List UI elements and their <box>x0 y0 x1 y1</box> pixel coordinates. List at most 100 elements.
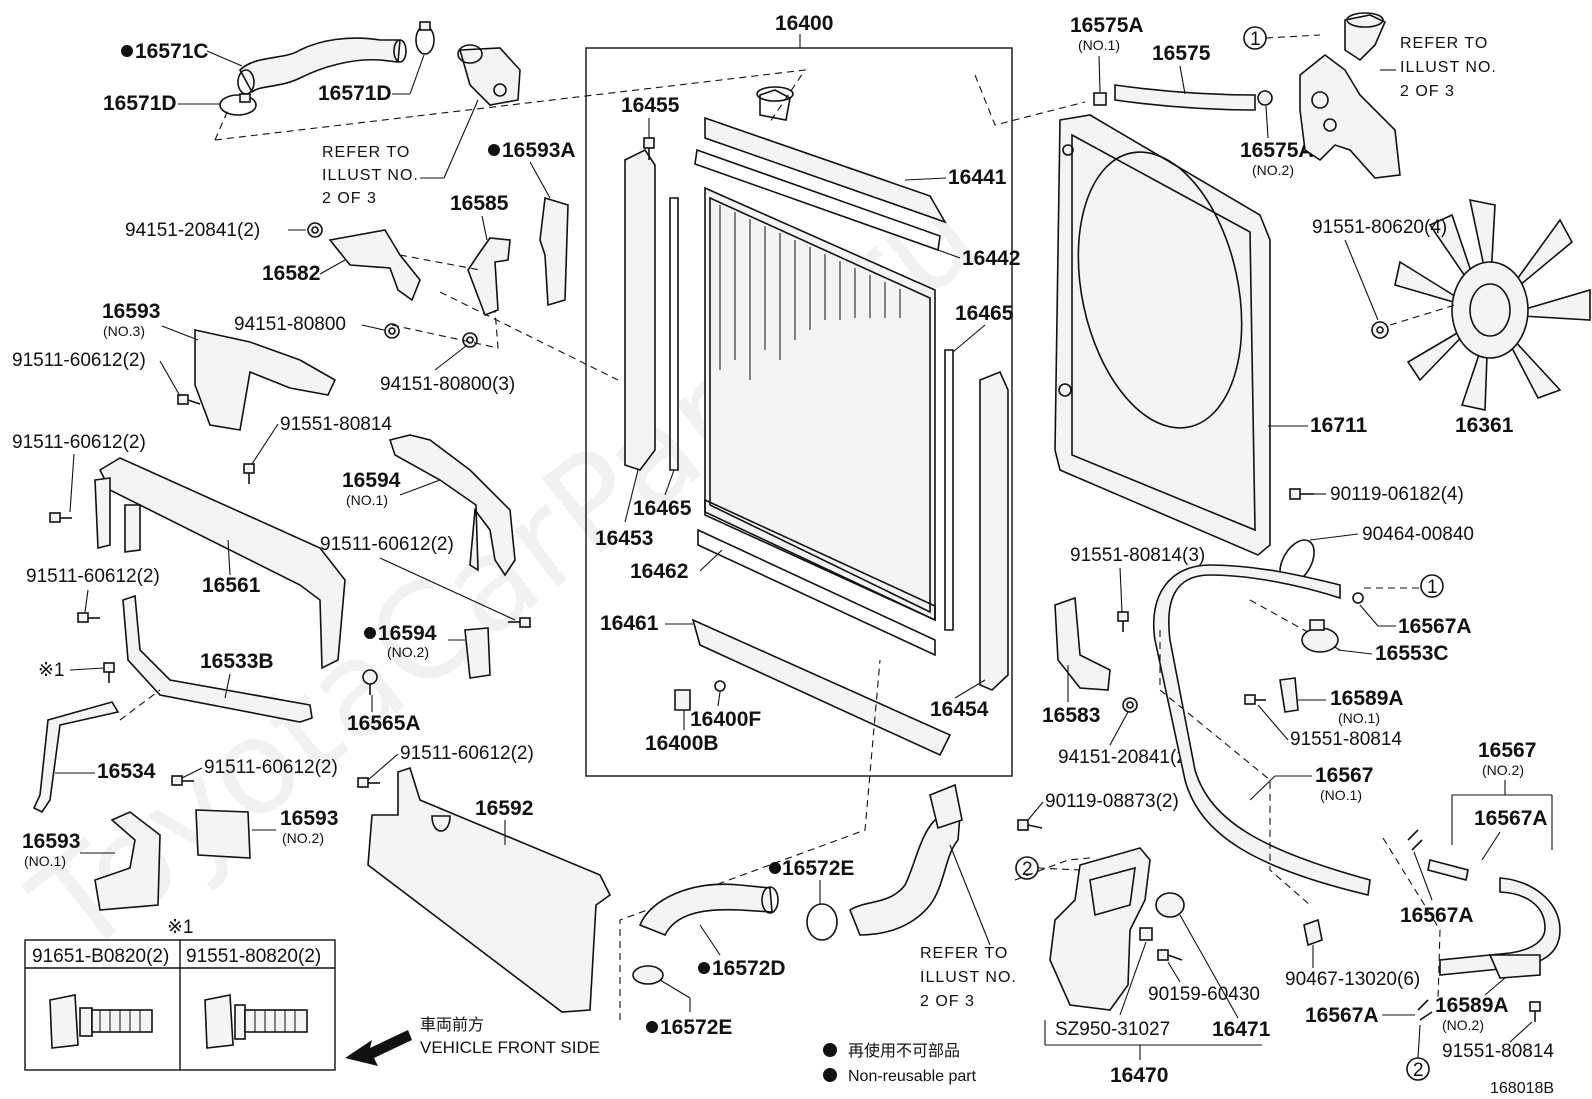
label-91551-80814-a[interactable]: 91551-80814 <box>280 414 392 435</box>
bolt-91511-60612-e <box>171 775 194 786</box>
water-inlet-housing <box>1299 12 1401 179</box>
nut-94151-20841 <box>307 222 323 238</box>
label-16567-no2[interactable]: 16567 <box>1478 739 1536 762</box>
label-16400[interactable]: 16400 <box>775 12 833 35</box>
label-16575A-no2[interactable]: 16575A <box>1240 139 1314 162</box>
label-16593A[interactable]: 16593A <box>502 139 576 162</box>
label-16711[interactable]: 16711 <box>1310 414 1368 437</box>
label-16571D-left[interactable]: 16571D <box>103 92 177 115</box>
label-16567A-c[interactable]: 16567A <box>1400 904 1474 927</box>
label-16461[interactable]: 16461 <box>600 612 659 635</box>
flange-bolt-icon-1 <box>49 994 153 1049</box>
label-16572E-top[interactable]: 16572E <box>782 857 854 880</box>
clip-16567A-a <box>1352 592 1364 604</box>
label-16589A-no1[interactable]: 16589A <box>1330 687 1404 710</box>
label-16593-no3[interactable]: 16593 <box>102 300 160 323</box>
label-90159-60430[interactable]: 90159-60430 <box>1148 984 1260 1005</box>
label-94151-20841-2-b[interactable]: 94151-20841(2) <box>1058 747 1193 768</box>
label-91551-80620-4[interactable]: 91551-80620(4) <box>1312 217 1447 238</box>
label-no2-b: (NO.2) <box>282 830 324 846</box>
label-16589A-no2[interactable]: 16589A <box>1435 994 1509 1017</box>
label-16455[interactable]: 16455 <box>621 94 680 117</box>
label-16572D[interactable]: 16572D <box>712 957 786 980</box>
label-91511-60612-2-b[interactable]: 91511-60612(2) <box>12 432 146 453</box>
clip-16565A <box>362 669 378 695</box>
label-16567A-a[interactable]: 16567A <box>1398 615 1472 638</box>
label-16575[interactable]: 16575 <box>1152 42 1211 65</box>
label-16571C[interactable]: 16571C <box>135 40 209 63</box>
rod-16534 <box>32 701 120 814</box>
label-91511-60612-2-d[interactable]: 91511-60612(2) <box>26 566 160 587</box>
label-16534[interactable]: 16534 <box>97 760 156 783</box>
cap-16471 <box>1155 892 1185 918</box>
label-16592[interactable]: 16592 <box>475 797 533 820</box>
label-90467-13020-6[interactable]: 90467-13020(6) <box>1285 969 1420 990</box>
callout-1-top: 1 <box>1243 26 1267 50</box>
svg-text:REFER TO: REFER TO <box>920 945 1008 962</box>
label-91551-80814-b[interactable]: 91551-80814 <box>1290 729 1402 750</box>
label-16594-no2[interactable]: 16594 <box>378 622 437 645</box>
svg-text:ILLUST NO.: ILLUST NO. <box>322 167 419 184</box>
bolt-mark1 <box>103 662 115 683</box>
bracket-16589A-no1 <box>1279 677 1299 713</box>
label-90119-06182-4[interactable]: 90119-06182(4) <box>1330 484 1464 505</box>
label-16583[interactable]: 16583 <box>1042 704 1100 727</box>
label-16533B[interactable]: 16533B <box>200 650 274 673</box>
label-16567-no1[interactable]: 16567 <box>1315 764 1373 787</box>
label-no2-d: (NO.2) <box>1482 762 1524 778</box>
label-16442[interactable]: 16442 <box>962 247 1020 270</box>
label-16361[interactable]: 16361 <box>1455 414 1514 437</box>
label-16465-left[interactable]: 16465 <box>633 497 692 520</box>
table-mark: ※1 <box>167 917 194 938</box>
label-91511-60612-2-f[interactable]: 91511-60612(2) <box>400 743 534 764</box>
label-no2-e: (NO.2) <box>1442 1017 1484 1033</box>
label-16594-no1[interactable]: 16594 <box>342 469 401 492</box>
label-16561[interactable]: 16561 <box>202 574 261 597</box>
label-91511-60612-2-a[interactable]: 91511-60612(2) <box>12 350 146 371</box>
svg-text:ILLUST NO.: ILLUST NO. <box>1400 59 1497 76</box>
label-91511-60612-2-e[interactable]: 91511-60612(2) <box>204 757 338 778</box>
label-94151-80800[interactable]: 94151-80800 <box>234 314 346 335</box>
upper-hose-16571C <box>237 37 407 95</box>
label-SZ950-31027[interactable]: SZ950-31027 <box>1055 1019 1170 1040</box>
label-16471[interactable]: 16471 <box>1212 1018 1271 1041</box>
label-16567A-d[interactable]: 16567A <box>1305 1004 1379 1027</box>
label-16593-no1[interactable]: 16593 <box>22 830 80 853</box>
label-16400B[interactable]: 16400B <box>645 732 719 755</box>
callout-2-bottom: 2 <box>1406 1057 1430 1081</box>
non-reusable-dot <box>646 1021 658 1033</box>
label-16470[interactable]: 16470 <box>1110 1064 1168 1087</box>
table-col1[interactable]: 91651-B0820(2) <box>32 946 169 967</box>
label-16441[interactable]: 16441 <box>948 166 1007 189</box>
svg-text:1: 1 <box>1250 29 1261 50</box>
label-16400F[interactable]: 16400F <box>690 708 761 731</box>
svg-text:2 OF 3: 2 OF 3 <box>1400 83 1455 100</box>
label-16571D-right[interactable]: 16571D <box>318 82 392 105</box>
label-94151-80800-3[interactable]: 94151-80800(3) <box>380 374 515 395</box>
svg-text:ILLUST NO.: ILLUST NO. <box>920 969 1017 986</box>
label-16462[interactable]: 16462 <box>630 560 688 583</box>
label-16582[interactable]: 16582 <box>262 262 320 285</box>
label-91551-80814-c[interactable]: 91551-80814 <box>1442 1041 1554 1062</box>
label-16565A[interactable]: 16565A <box>347 712 421 735</box>
label-16454[interactable]: 16454 <box>930 698 989 721</box>
label-91511-60612-2-c[interactable]: 91511-60612(2) <box>320 534 454 555</box>
label-90119-08873-2[interactable]: 90119-08873(2) <box>1045 791 1179 812</box>
label-16553C[interactable]: 16553C <box>1375 642 1449 665</box>
label-16453[interactable]: 16453 <box>595 527 653 550</box>
svg-text:REFER TO: REFER TO <box>322 144 410 161</box>
label-16567A-b[interactable]: 16567A <box>1474 807 1548 830</box>
shroud-16593-no1 <box>94 811 161 911</box>
label-94151-20841-2[interactable]: 94151-20841(2) <box>125 220 260 241</box>
label-16465-right[interactable]: 16465 <box>955 302 1014 325</box>
label-16593-no2[interactable]: 16593 <box>280 807 338 830</box>
label-16575A-no1[interactable]: 16575A <box>1070 14 1144 37</box>
label-90464-00840[interactable]: 90464-00840 <box>1362 524 1474 545</box>
label-16585[interactable]: 16585 <box>450 192 509 215</box>
front-side-jp: 車両前方 <box>420 1015 484 1034</box>
label-91551-80814-3[interactable]: 91551-80814(3) <box>1070 545 1205 566</box>
table-col2[interactable]: 91551-80820(2) <box>186 946 321 967</box>
label-16572E-bottom[interactable]: 16572E <box>660 1016 732 1039</box>
bolt-90119-08873 <box>1017 819 1043 831</box>
